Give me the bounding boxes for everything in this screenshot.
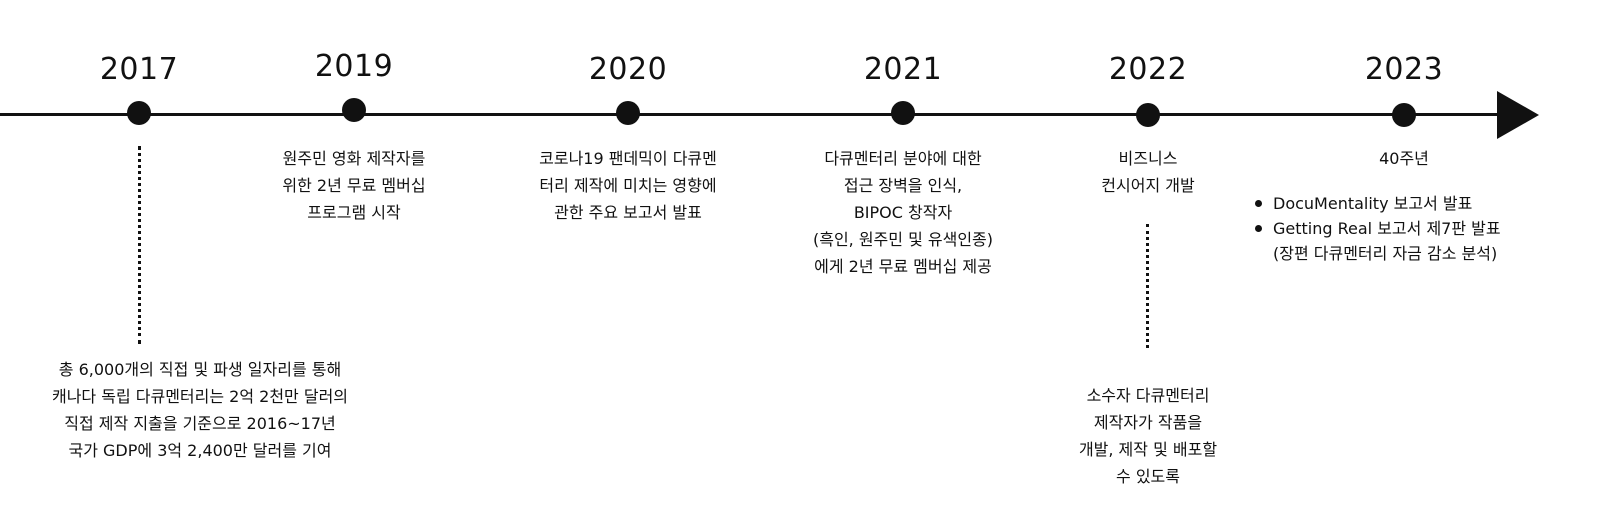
bullet-icon [1255, 200, 1262, 207]
event-2020-text: 코로나19 팬데믹이 다큐멘 터리 제작에 미치는 영향에 관한 주요 보고서 … [508, 145, 748, 226]
year-2020-label: 2020 [588, 52, 668, 87]
year-2023-label: 2023 [1364, 52, 1444, 87]
event-2022-bottom-line: 제작자가 작품을 [1093, 413, 1203, 432]
year-2019-marker [342, 98, 366, 122]
event-2021-line: BIPOC 창작자 [853, 203, 953, 222]
event-2019-line: 위한 2년 무료 멤버십 [282, 176, 426, 195]
year-2022-marker [1136, 103, 1160, 127]
event-2022-bottom-line: 소수자 다큐멘터리 [1086, 386, 1210, 405]
event-2017-line: 국가 GDP에 3억 2,400만 달러를 기여 [68, 441, 332, 460]
event-2022-bottom-text: 소수자 다큐멘터리 제작자가 작품을 개발, 제작 및 배포할 수 있도록 [1053, 382, 1243, 490]
year-2021-marker [891, 101, 915, 125]
event-2017-line: 캐나다 독립 다큐멘터리는 2억 2천만 달러의 [51, 387, 349, 406]
year-2021-label: 2021 [863, 52, 943, 87]
event-2021-line: (흑인, 원주민 및 유색인종) [812, 230, 994, 249]
event-2022-top-text: 비즈니스 컨시어지 개발 [1058, 145, 1238, 199]
event-2022-top-line: 컨시어지 개발 [1101, 176, 1195, 195]
event-2023-bullet-item: DocuMentality 보고서 발표 [1253, 191, 1501, 216]
year-2022-label: 2022 [1108, 52, 1188, 87]
year-2020-marker [616, 101, 640, 125]
event-2021-line: 에게 2년 무료 멤버십 제공 [814, 257, 992, 276]
event-2019-line: 프로그램 시작 [307, 203, 401, 222]
event-2021-text: 다큐멘터리 분야에 대한 접근 장벽을 인식, BIPOC 창작자 (흑인, 원… [793, 145, 1013, 280]
event-2021-line: 다큐멘터리 분야에 대한 [824, 149, 982, 168]
year-2017-label: 2017 [99, 52, 179, 87]
event-2023-bullet-text: DocuMentality 보고서 발표 [1273, 194, 1473, 213]
year-2019-label: 2019 [314, 49, 394, 84]
event-2017-line: 직접 제작 지출을 기준으로 2016~17년 [64, 414, 336, 433]
event-2023-subnote-text: (장편 다큐멘터리 자금 감소 분석) [1273, 244, 1498, 263]
event-2023-bullet-list: DocuMentality 보고서 발표 Getting Real 보고서 제7… [1253, 191, 1501, 266]
bullet-icon [1255, 225, 1262, 232]
year-2017-marker [127, 101, 151, 125]
event-2022-bottom-line: 수 있도록 [1116, 467, 1180, 486]
timeline-axis [0, 113, 1500, 116]
year-2023-marker [1392, 103, 1416, 127]
event-2017-line: 총 6,000개의 직접 및 파생 일자리를 통해 [58, 360, 342, 379]
event-2020-line: 터리 제작에 미치는 영향에 [539, 176, 717, 195]
arrow-right-icon [1497, 91, 1539, 139]
event-2019-text: 원주민 영화 제작자를 위한 2년 무료 멤버십 프로그램 시작 [244, 145, 464, 226]
connector-2022 [1146, 224, 1149, 348]
event-2023-bullet-text: Getting Real 보고서 제7판 발표 [1273, 219, 1501, 238]
event-2021-line: 접근 장벽을 인식, [843, 176, 963, 195]
event-2020-line: 코로나19 팬데믹이 다큐멘 [539, 149, 717, 168]
event-2022-top-line: 비즈니스 [1118, 149, 1178, 168]
event-2023-bullet-subnote: (장편 다큐멘터리 자금 감소 분석) [1253, 241, 1501, 266]
event-2019-line: 원주민 영화 제작자를 [282, 149, 426, 168]
event-2023-bullet-item: Getting Real 보고서 제7판 발표 [1253, 216, 1501, 241]
event-2020-line: 관한 주요 보고서 발표 [554, 203, 702, 222]
event-2022-bottom-line: 개발, 제작 및 배포할 [1078, 440, 1218, 459]
event-2023-title: 40주년 [1379, 149, 1429, 168]
event-2017-text: 총 6,000개의 직접 및 파생 일자리를 통해 캐나다 독립 다큐멘터리는 … [20, 356, 380, 464]
connector-2017 [138, 146, 141, 344]
